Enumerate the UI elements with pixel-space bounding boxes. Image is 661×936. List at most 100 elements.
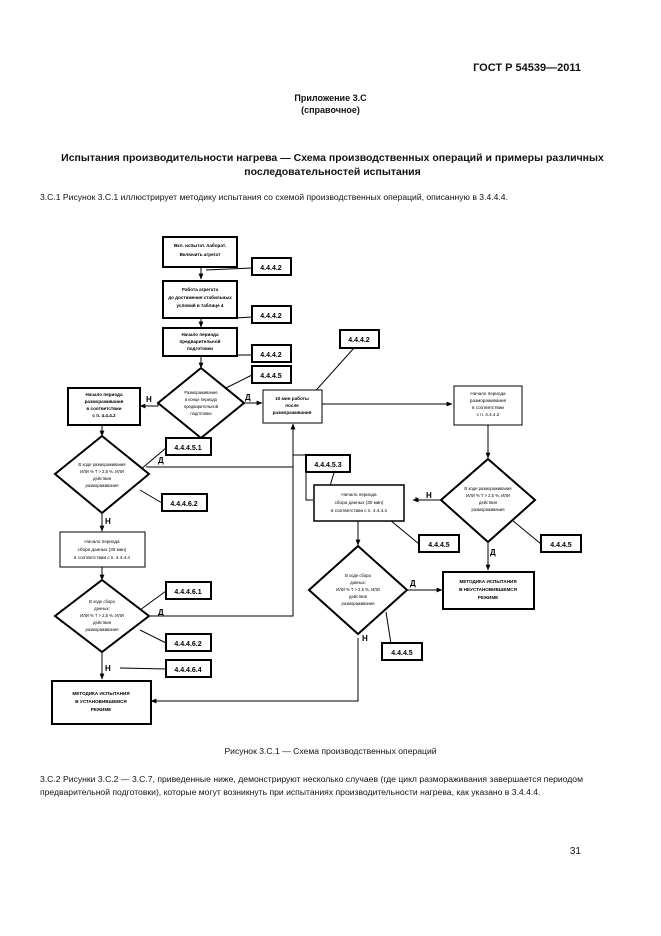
no-label: Н [426,491,432,500]
svg-text:4.4.4.2: 4.4.4.2 [260,352,282,359]
svg-text:4.4.4.2: 4.4.4.2 [348,337,370,344]
box-text: Начало периода [341,492,377,497]
diamond-text: В ходе сбора [345,573,371,578]
ref-tag: 4.4.4.2 [251,305,292,324]
box-text: МЕТОДИКА ИСПЫТАНИЯ [72,691,129,696]
process-box: Начало периода сбора данных (30 мин) в с… [59,531,146,568]
box-text: сбора данных (30 мин) [335,500,384,505]
svg-text:4.4.4.6.4: 4.4.4.6.4 [174,667,201,674]
yes-label: Д [245,393,251,402]
box-text: РЕЖИМЕ [91,707,111,712]
svg-text:4.4.4.2: 4.4.4.2 [260,313,282,320]
diamond-text: В ходе размораживания [464,486,511,491]
svg-text:4.4.4.5.1: 4.4.4.5.1 [174,445,201,452]
box-text: предварительной [180,338,221,344]
diamond-text: ИЛИ % T > 2,5 %, ИЛИ [466,493,510,498]
process-box: МЕТОДИКА ИСПЫТАНИЯ В УСТАНОВИВШЕМСЯ РЕЖИ… [51,680,152,725]
section-title: Испытания производительности нагрева — С… [61,152,604,178]
diamond-text: размораживания [342,601,375,606]
svg-text:4.4.4.5: 4.4.4.5 [550,542,572,549]
appendix-subtitle: (справочное) [301,105,360,115]
svg-text:4.4.4.2: 4.4.4.2 [260,265,282,272]
box-text: Включить агрегат [180,252,221,257]
paragraph-2: 3.С.2 Рисунки 3.С.2 — 3.С.7, приведенные… [40,774,583,797]
box-text: Начало периода [85,392,123,397]
figure-caption: Рисунок 3.С.1 — Схема производственных о… [224,746,437,756]
decision-diamond: В ходе сбора данных: ИЛИ % T > 2,5 %, ИЛ… [307,544,409,636]
box-text: в соответствии [472,405,504,410]
diamond-text: ИЛИ % T > 2,5 %, ИЛИ [80,613,124,618]
appendix-title: Приложение 3.С [294,93,367,103]
flowchart: Вкл. испытат. лаборат. Включить агрегат … [51,236,582,725]
no-label: Н [146,395,152,404]
svg-text:4.4.4.5: 4.4.4.5 [260,373,282,380]
svg-text:4.4.4.6.2: 4.4.4.6.2 [174,641,201,648]
svg-text:4.4.4.5: 4.4.4.5 [391,650,413,657]
ref-tag: 4.4.4.5 [540,534,582,553]
process-box: 10 мин работы после размораживания [262,389,323,424]
box-text: с п. 4.4.4.2 [92,413,116,418]
ref-tag: 4.4.4.6.4 [165,659,212,678]
process-box: Начало периода размораживания в соответс… [67,387,141,426]
yes-label: Д [490,548,496,557]
ref-tag: 4.4.4.5 [418,534,460,553]
ref-tag: 4.4.4.5.1 [165,437,212,456]
ref-tag: 4.4.4.6.2 [165,633,212,652]
box-text: размораживания [85,399,124,404]
diamond-text: В ходе сбора [89,599,115,604]
decision-diamond: В ходе сбора данных: ИЛИ % T > 2,5 %, ИЛ… [53,578,151,654]
diamond-text: В ходе размораживания [78,462,125,467]
ref-tag: 4.4.4.2 [251,257,292,276]
box-text: размораживания [470,398,507,403]
decision-diamond: В ходе размораживания ИЛИ % T > 2,5 %, И… [439,457,537,544]
box-text: МЕТОДИКА ИСПЫТАНИЯ [459,579,516,584]
diamond-text: действия [93,476,111,481]
process-box: Вкл. испытат. лаборат. Включить агрегат [162,236,238,268]
no-label: Н [105,517,111,526]
box-text: после [285,403,299,408]
box-text: размораживания [273,410,312,415]
decision-diamond: Размораживание в конце периода предварит… [156,366,246,440]
box-text: сбора данных (30 мин) [78,547,127,552]
no-label: Н [362,634,368,643]
flow-connectors [99,267,542,704]
yes-label: Д [158,608,164,617]
ref-tag: 4.4.4.5.3 [305,454,351,473]
diamond-text: Размораживание [184,390,218,395]
process-box: Работа агрегата до достижения стабильных… [162,280,238,319]
process-box: МЕТОДИКА ИСПЫТАНИЯ В НЕУСТАНОВИВШЕМСЯ РЕ… [442,571,535,610]
ref-tag: 4.4.4.2 [339,329,380,349]
diamond-text: предварительной [184,404,219,409]
process-box: Начало периода предварительной подготовк… [162,327,238,357]
paragraph-1: 3.С.1 Рисунок 3.С.1 иллюстрирует методик… [40,192,508,202]
box-text: В УСТАНОВИВШЕМСЯ [75,699,126,704]
diamond-text: действия [349,594,367,599]
diamond-text: подготовки [190,411,212,416]
svg-text:4.4.4.6.1: 4.4.4.6.1 [174,589,201,596]
diamond-text: ИЛИ % T > 2,5 %, ИЛИ [80,469,124,474]
box-text: в соответствии [86,406,121,411]
process-box: Начало периода размораживания в соответс… [453,385,523,426]
svg-text:4.4.4.5: 4.4.4.5 [428,542,450,549]
diamond-text: данных: [94,606,110,611]
diamond-text: действия [93,620,111,625]
box-text: 10 мин работы [275,395,309,401]
appendix-heading: Приложение 3.С (справочное) [0,92,661,116]
svg-text:4.4.4.6.2: 4.4.4.6.2 [170,501,197,508]
ref-tag: 4.4.4.5 [251,365,292,384]
diamond-text: ИЛИ % T > 2,5 %, ИЛИ [336,587,380,592]
ref-tag: 4.4.4.6.2 [161,493,208,512]
box-text: РЕЖИМЕ [478,595,498,600]
no-label: Н [105,664,111,673]
box-text: Начало периода [84,539,120,544]
box-text: до достижения стабильных [168,294,232,300]
box-text: Начало периода [470,391,506,396]
box-text: в соответствии с п. 4.4.4.4 [331,508,387,513]
diamond-text: действия [479,500,497,505]
yes-label: Д [410,579,416,588]
box-text: с п. 4.4.4.2 [477,412,500,417]
box-text: подготовки [187,346,213,351]
decision-diamond: В ходе размораживания ИЛИ % T > 2,5 %, И… [53,434,151,515]
svg-text:4.4.4.5.3: 4.4.4.5.3 [314,462,341,469]
ref-tag: 4.4.4.2 [251,344,292,363]
